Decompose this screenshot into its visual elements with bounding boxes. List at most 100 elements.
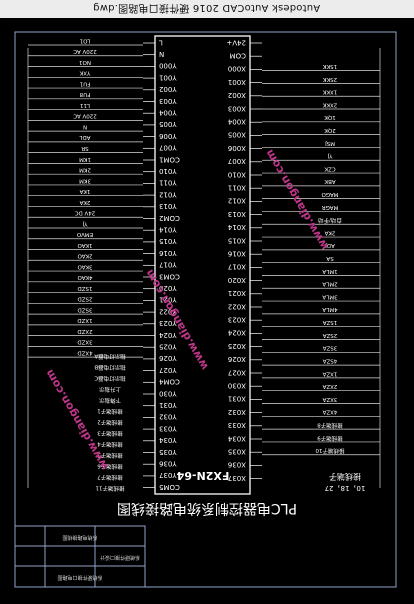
left-device-label: 24V DC: [75, 210, 96, 216]
input-device-label: MSJ: [325, 140, 335, 146]
window-title: Autodesk AutoCAD 2016 硬件接口电路图.dwg: [93, 1, 321, 13]
terminal-label: 接线端子: [329, 472, 361, 482]
plc-output-com4: COM4: [158, 378, 179, 386]
plc-input-x002: X002: [228, 91, 246, 99]
window-title-bar: Autodesk AutoCAD 2016 硬件接口电路图.dwg: [0, 0, 414, 19]
plc-input-com: COM: [230, 52, 246, 60]
output-device-label: 接线端子3: [97, 429, 123, 437]
plc-output-y033: Y033: [159, 424, 178, 432]
plc-input-x023: X023: [228, 316, 246, 324]
input-device-label: 2XKK: [322, 101, 337, 107]
plc-output-y024: Y024: [158, 331, 177, 339]
title-block: 系统电路接线图 系统硬件接口设计 系统硬件接口电路图: [14, 525, 146, 588]
output-device-label: 指示灯电器C: [94, 374, 126, 382]
plc-input-x031: X031: [228, 395, 246, 403]
left-device-label: 220V AC: [73, 113, 97, 119]
input-device-label: 1QK: [324, 114, 336, 120]
input-device-label: ABK: [324, 178, 336, 184]
plc-input-x014: X014: [227, 223, 246, 231]
plc-input-x020: X020: [228, 276, 246, 284]
plc-input-x027: X027: [228, 368, 246, 376]
input-device-label: 4XZA: [322, 409, 337, 415]
plc-input-x030: X030: [228, 382, 246, 390]
drawing-title: PLC电器控制系统电路接线图: [117, 500, 297, 517]
left-device-label: NO1: [79, 59, 91, 65]
plc-output-y003: Y003: [159, 97, 178, 105]
plc-output-y015: Y015: [159, 237, 178, 245]
plc-output-y012: Y012: [159, 190, 178, 198]
watermark-1: www.diangon.com: [263, 147, 331, 252]
left-device-label: 2KAO: [77, 253, 93, 259]
plc-output-y013: Y013: [159, 202, 178, 210]
input-device-label: 2MLA: [322, 281, 337, 287]
plc-input-x007: X007: [228, 157, 246, 165]
plc-output-y023: Y023: [159, 319, 178, 327]
output-device-label: 上升指示: [99, 385, 122, 393]
left-device-label: 1KA: [79, 188, 90, 194]
plc-output-y007: Y007: [159, 144, 178, 152]
output-device-label: 接线端子2: [97, 418, 123, 426]
plc-output-com3: COM3: [159, 272, 180, 280]
input-device-label: 1MLA: [322, 268, 337, 274]
plc-output-com2: COM2: [159, 214, 180, 222]
plc-input-x037: X037: [228, 474, 246, 482]
plc-output-y037: Y037: [159, 471, 178, 479]
output-device-label: 接线端子11: [96, 484, 125, 492]
title-block-row-1: 系统电路接线图: [62, 534, 97, 541]
plc-output-y034: Y034: [158, 436, 177, 444]
input-device-label: 3SZA: [323, 345, 338, 351]
plc-output-y000: Y000: [159, 62, 178, 70]
output-device-label: 指示灯电器B: [94, 363, 126, 371]
plc-output-terminals: LNY000Y001Y002Y003Y004Y005Y006Y007COM1Y0…: [143, 38, 180, 491]
plc-input-x017: X017: [228, 263, 246, 271]
terminal-sub-label: 10，18，27: [325, 484, 366, 492]
left-device-label: YJ: [82, 220, 88, 226]
input-device-label: 1SKK: [323, 63, 338, 69]
left-device-label: 3KM: [79, 177, 91, 183]
output-device-label: 接线端子6: [97, 462, 123, 470]
plc-input-x032: X032: [228, 408, 246, 416]
plc-input-24v+: 24V+: [226, 38, 246, 46]
plc-output-y005: Y005: [159, 120, 178, 128]
input-device-label: CZK: [324, 165, 336, 171]
plc-output-y006: Y006: [158, 132, 177, 140]
plc-output-y011: Y011: [159, 179, 178, 187]
left-device-label: 3KAO: [77, 263, 93, 269]
plc-input-x021: X021: [228, 289, 246, 297]
title-block-row-3: 系统硬件接口电路图: [57, 574, 102, 581]
input-device-label: MAGO: [321, 191, 339, 197]
plc-input-x005: X005: [228, 131, 246, 139]
input-device-label: 4MLA: [322, 306, 337, 312]
plc-input-x016: X016: [227, 250, 246, 258]
plc-output-y036: Y036: [158, 460, 177, 468]
plc-output-com5: COM5: [159, 483, 180, 491]
output-device-label: 下降指示: [99, 396, 122, 404]
drawing-canvas[interactable]: 系统电路接线图 系统硬件接口设计 系统硬件接口电路图 PLC电器控制系统电路接线…: [0, 18, 414, 600]
left-device-label: 2KM: [79, 167, 91, 173]
plc-input-x033: X033: [228, 421, 246, 429]
plc-input-x000: X000: [228, 65, 246, 73]
plc-output-y027: Y027: [159, 366, 178, 374]
cad-drawing[interactable]: 系统电路接线图 系统硬件接口设计 系统硬件接口电路图 PLC电器控制系统电路接线…: [0, 18, 414, 600]
plc-output-y020: Y020: [159, 284, 178, 292]
left-device-label: N: [83, 123, 87, 129]
plc-input-x022: X022: [228, 302, 246, 310]
plc-input-x026: X026: [227, 355, 246, 363]
left-device-label: 3XZD: [77, 339, 92, 345]
input-device-label: MAGR: [322, 204, 339, 210]
plc-output-y031: Y031: [159, 401, 178, 409]
plc-input-x001: X001: [228, 78, 246, 86]
left-device-label: SR: [81, 145, 88, 151]
left-device-label: 1SZD: [78, 285, 93, 291]
left-device-label: YXK: [79, 70, 91, 76]
left-device-label: 1KM: [79, 156, 91, 162]
plc-output-y004: Y004: [158, 109, 177, 117]
plc-input-x004: X004: [227, 118, 246, 126]
input-device-label: 2SZA: [323, 332, 338, 338]
plc-input-x006: X006: [227, 144, 246, 152]
plc-input-x025: X025: [228, 342, 246, 350]
plc-output-y026: Y026: [158, 354, 177, 362]
plc-output-y030: Y030: [159, 389, 178, 397]
plc-output-y002: Y002: [159, 85, 178, 93]
left-device-label: 2KA: [79, 199, 90, 205]
